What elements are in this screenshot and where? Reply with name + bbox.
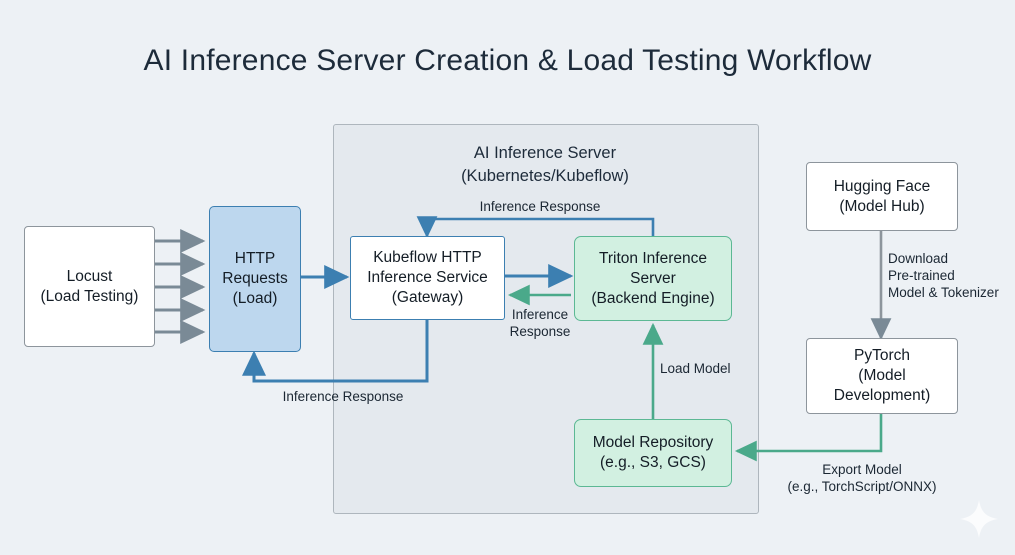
edge-label-inference-response-mid: Inference Response xyxy=(509,307,571,339)
node-triton-line3: (Backend Engine) xyxy=(591,289,715,307)
node-http-requests[interactable]: HTTP Requests (Load) xyxy=(209,206,301,352)
node-kubeflow-gateway-line1: Kubeflow HTTP xyxy=(373,249,482,266)
node-triton[interactable]: Triton Inference Server (Backend Engine) xyxy=(574,236,732,321)
node-kubeflow-gateway-line2: Inference Service xyxy=(367,269,488,286)
node-locust-line1: Locust xyxy=(66,267,113,285)
node-pytorch[interactable]: PyTorch (Model Development) xyxy=(806,338,958,414)
node-kubeflow-gateway[interactable]: Kubeflow HTTP Inference Service (Gateway… xyxy=(350,236,505,320)
sparkle-icon xyxy=(960,500,998,538)
node-pytorch-line1: PyTorch xyxy=(854,347,910,364)
node-model-repository[interactable]: Model Repository (e.g., S3, GCS) xyxy=(574,419,732,487)
node-model-repository-line2: (e.g., S3, GCS) xyxy=(600,454,706,471)
edge-label-inference-response-bottom: Inference Response xyxy=(282,389,404,404)
node-locust[interactable]: Locust (Load Testing) xyxy=(24,226,155,347)
node-model-repository-line1: Model Repository xyxy=(592,434,714,451)
edge-label-load-model: Load Model xyxy=(660,361,731,376)
node-http-requests-line3: (Load) xyxy=(232,290,278,307)
node-pytorch-line2: (Model xyxy=(858,367,906,384)
node-locust-line2: (Load Testing) xyxy=(40,287,139,305)
node-triton-line2: Server xyxy=(630,269,676,287)
node-http-requests-line1: HTTP xyxy=(234,250,276,267)
node-hugging-face[interactable]: Hugging Face (Model Hub) xyxy=(806,162,958,231)
node-http-requests-line2: Requests xyxy=(222,270,288,287)
page-title: AI Inference Server Creation & Load Test… xyxy=(143,44,872,77)
group-title-line2: (Kubernetes/Kubeflow) xyxy=(461,167,629,185)
node-triton-line1: Triton Inference xyxy=(599,249,707,267)
node-pytorch-line3: Development) xyxy=(833,387,931,404)
node-hugging-face-line1: Hugging Face xyxy=(833,177,931,195)
node-hugging-face-line2: (Model Hub) xyxy=(839,197,925,215)
edge-label-export-model: Export Model (e.g., TorchScript/ONNX) xyxy=(787,462,937,494)
node-kubeflow-gateway-line3: (Gateway) xyxy=(391,289,464,306)
group-title-line1: AI Inference Server xyxy=(473,144,617,162)
edge-label-download-model: Download Pre-trained Model & Tokenizer xyxy=(888,251,999,300)
group-title: AI Inference Server (Kubernetes/Kubeflow… xyxy=(333,142,757,188)
edge-label-inference-response-top: Inference Response xyxy=(479,199,601,214)
